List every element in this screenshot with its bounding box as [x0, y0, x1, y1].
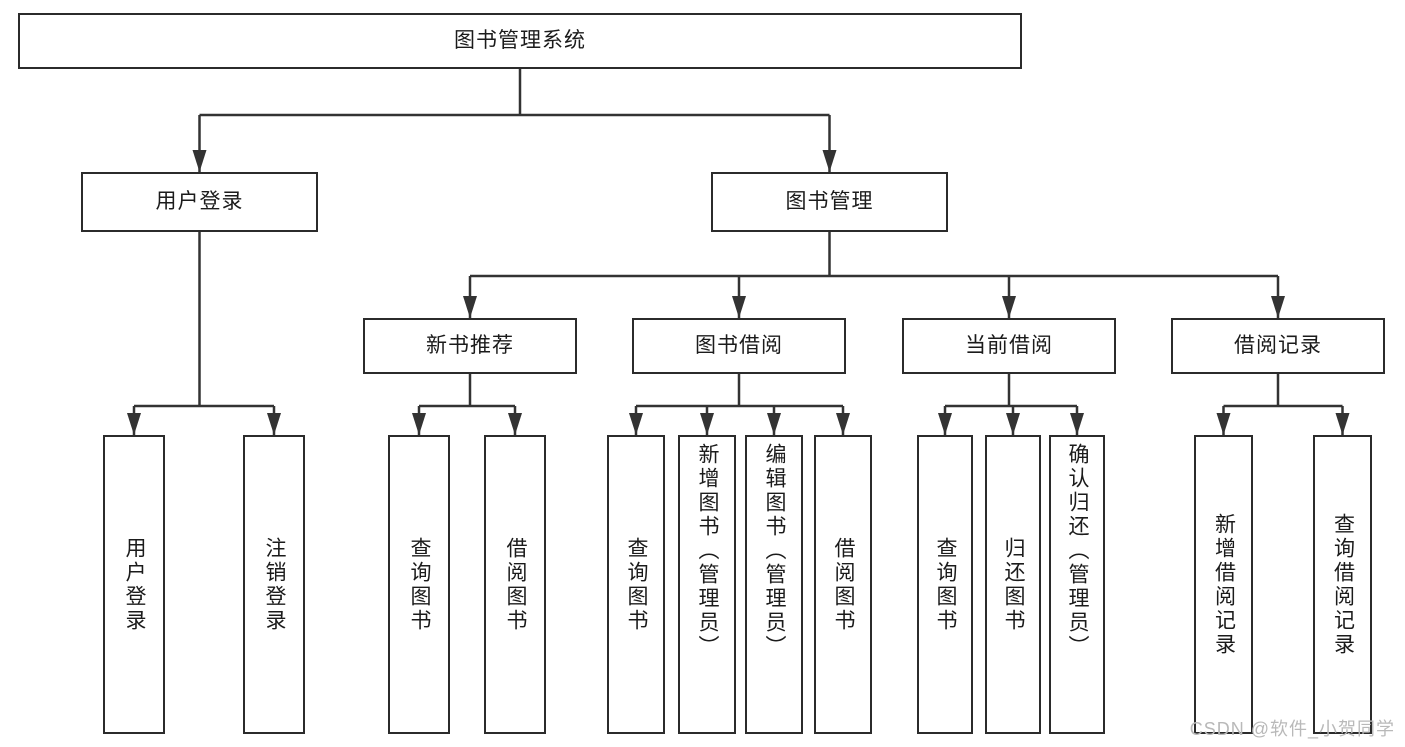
arrowhead-icon — [836, 413, 850, 435]
watermark-label: CSDN @软件_小贺同学 — [1189, 719, 1395, 739]
node-leaf-query-book-1[interactable]: 查询图书 — [388, 435, 450, 734]
arrowhead-icon — [1335, 413, 1350, 435]
arrowhead-icon — [1271, 296, 1285, 318]
node-label: 新书推荐 — [426, 334, 514, 358]
node-leaf-logout[interactable]: 注销登录 — [243, 435, 305, 734]
node-book-borrow[interactable]: 图书借阅 — [632, 318, 846, 374]
node-label: 用户登录 — [155, 190, 244, 214]
arrowhead-icon — [267, 413, 281, 435]
node-root[interactable]: 图书管理系统 — [18, 13, 1022, 69]
node-label: 图书管理 — [785, 190, 874, 214]
node-leaf-add-record[interactable]: 新增借阅记录 — [1194, 435, 1253, 734]
node-current-borrow[interactable]: 当前借阅 — [902, 318, 1116, 374]
node-leaf-return-book[interactable]: 归还图书 — [985, 435, 1041, 734]
node-label: 查询图书 — [625, 536, 649, 633]
node-label: 借阅图书 — [504, 536, 528, 633]
node-label: 编辑图书（管理员） — [763, 443, 787, 659]
node-label: 图书管理系统 — [454, 29, 586, 53]
node-label: 归还图书 — [1002, 536, 1026, 633]
arrowhead-icon — [700, 413, 714, 435]
arrowhead-icon — [1070, 413, 1084, 435]
arrowhead-icon — [629, 413, 643, 435]
arrowhead-icon — [1216, 413, 1231, 435]
arrowhead-icon — [1002, 296, 1016, 318]
node-label: 借阅记录 — [1234, 334, 1322, 358]
node-leaf-confirm-return[interactable]: 确认归还（管理员） — [1049, 435, 1105, 734]
node-leaf-borrow-book-1[interactable]: 借阅图书 — [484, 435, 546, 734]
node-label: 图书借阅 — [695, 334, 783, 358]
node-new-book-rec[interactable]: 新书推荐 — [363, 318, 577, 374]
node-label: 新增借阅记录 — [1212, 512, 1236, 657]
arrowhead-icon — [192, 150, 207, 172]
node-label: 注销登录 — [263, 536, 287, 633]
arrowhead-icon — [1006, 413, 1020, 435]
node-leaf-user-login[interactable]: 用户登录 — [103, 435, 165, 734]
node-leaf-borrow-book-2[interactable]: 借阅图书 — [814, 435, 872, 734]
node-label: 用户登录 — [123, 536, 147, 633]
node-leaf-add-book[interactable]: 新增图书（管理员） — [678, 435, 736, 734]
node-leaf-edit-book[interactable]: 编辑图书（管理员） — [745, 435, 803, 734]
arrowhead-icon — [412, 413, 426, 435]
node-label: 借阅图书 — [832, 536, 856, 633]
node-leaf-query-record[interactable]: 查询借阅记录 — [1313, 435, 1372, 734]
node-label: 确认归还（管理员） — [1066, 443, 1090, 659]
arrowhead-icon — [463, 296, 477, 318]
node-user-login[interactable]: 用户登录 — [81, 172, 318, 232]
arrowhead-icon — [127, 413, 141, 435]
node-leaf-query-book-3[interactable]: 查询图书 — [917, 435, 973, 734]
arrowhead-icon — [508, 413, 522, 435]
node-borrow-record[interactable]: 借阅记录 — [1171, 318, 1385, 374]
node-label: 新增图书（管理员） — [696, 443, 720, 659]
node-book-manage[interactable]: 图书管理 — [711, 172, 948, 232]
node-label: 查询图书 — [408, 536, 432, 633]
arrowhead-icon — [822, 150, 837, 172]
arrowhead-icon — [732, 296, 746, 318]
arrowhead-icon — [938, 413, 952, 435]
node-label: 查询借阅记录 — [1331, 512, 1355, 657]
node-leaf-query-book-2[interactable]: 查询图书 — [607, 435, 665, 734]
arrowhead-icon — [767, 413, 781, 435]
node-label: 查询图书 — [934, 536, 958, 633]
node-label: 当前借阅 — [965, 334, 1053, 358]
